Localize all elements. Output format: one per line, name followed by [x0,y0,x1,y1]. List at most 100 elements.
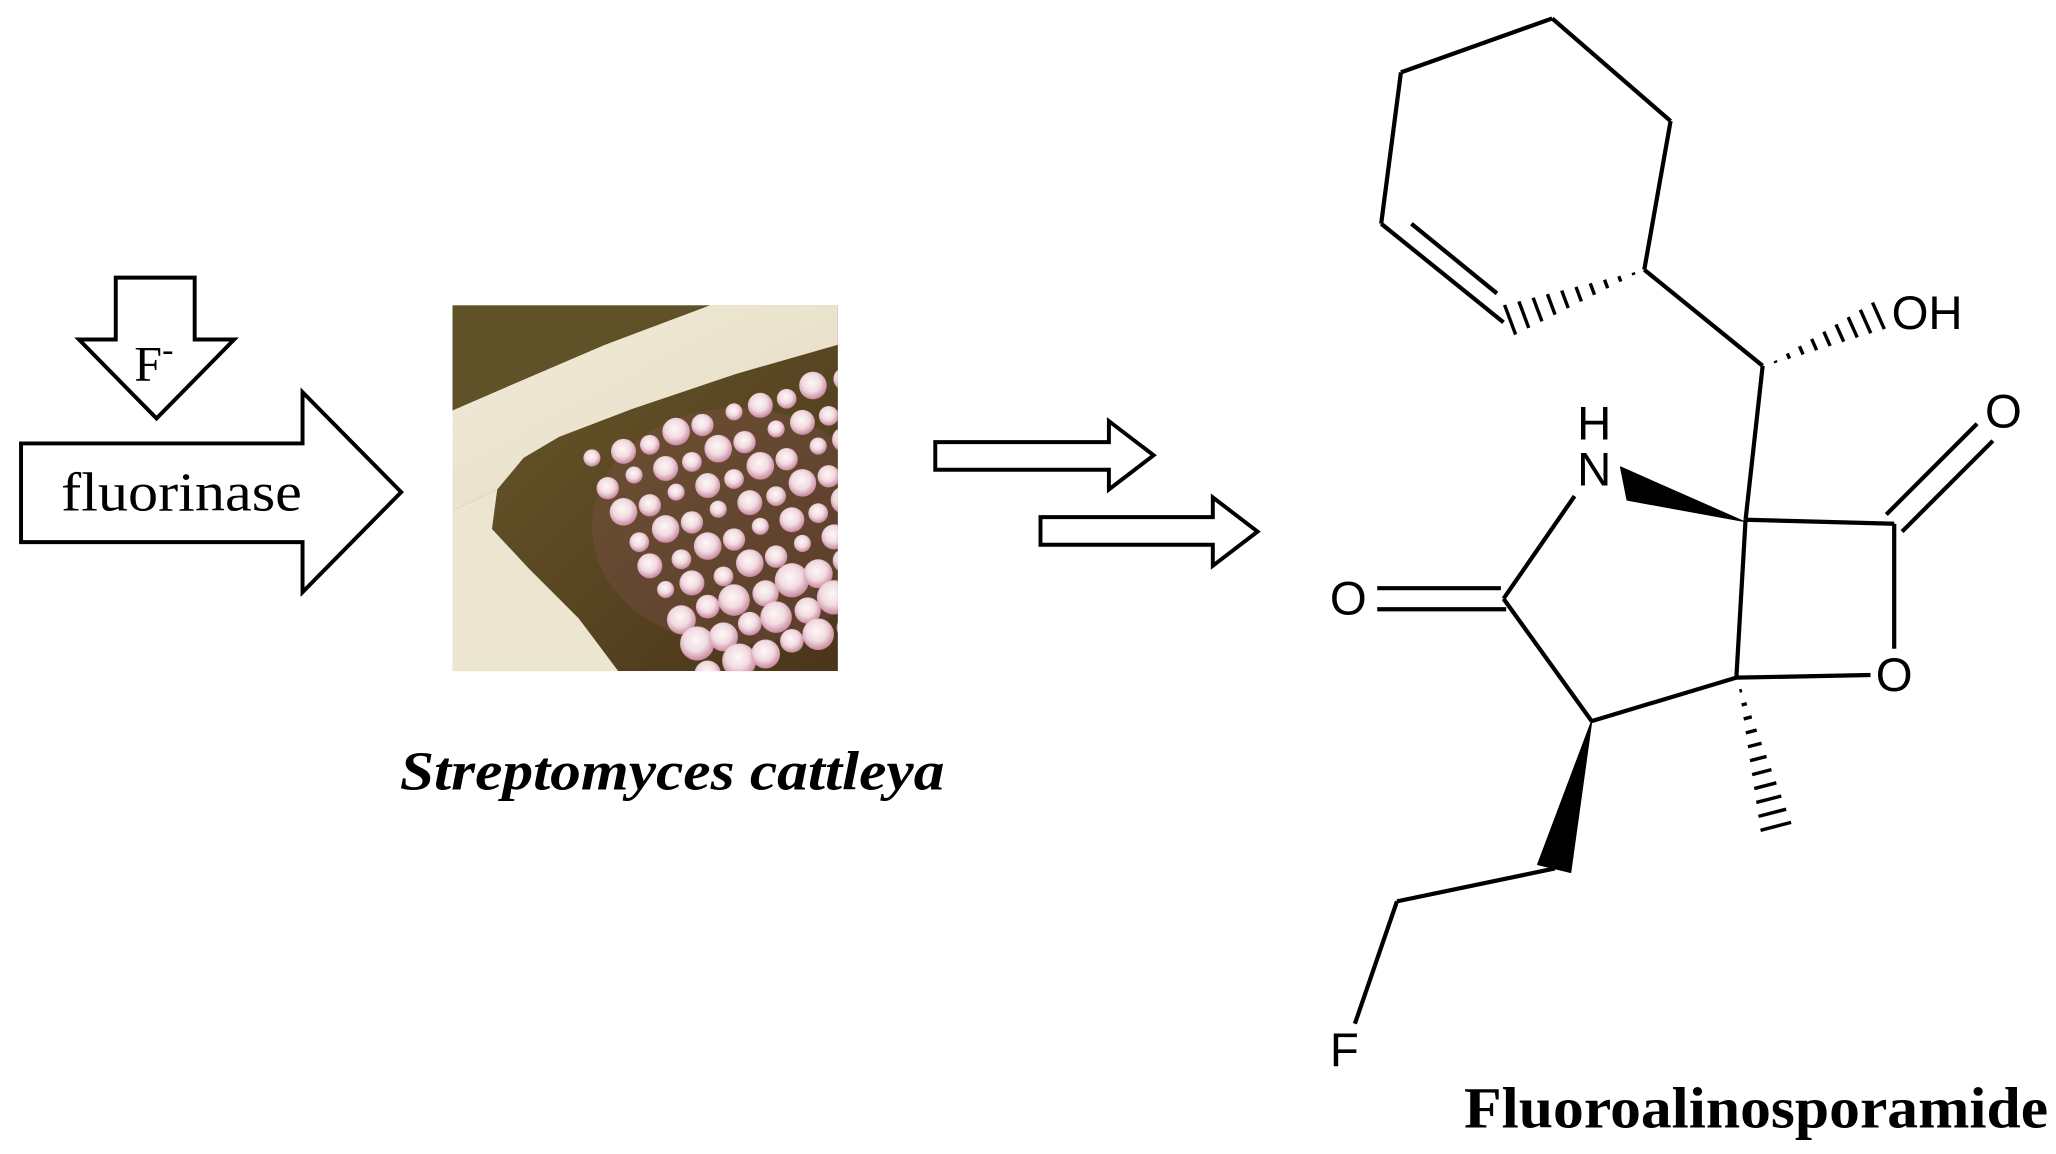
colony [611,438,637,464]
bond [1352,900,1399,1025]
hash-line [1741,701,1748,707]
colony [764,545,788,568]
colony [629,532,650,552]
colony [651,515,680,543]
hash-line [1574,286,1583,303]
colony [695,594,720,619]
hash-line [1846,316,1859,339]
bond [1550,16,1672,123]
colony [774,563,809,598]
colony [793,534,811,552]
hash-line [1602,279,1610,289]
hash-line [1751,767,1772,777]
colony [737,611,762,636]
colony [639,434,660,455]
hash-line [1773,360,1778,364]
colony [775,448,798,471]
colony [709,500,727,518]
hash-line [1753,781,1777,791]
hydroxyl-label: OH [1892,287,1963,340]
colony [747,392,773,418]
colony [817,465,838,488]
fluorinase-arrow-icon: fluorinase [19,387,404,597]
hash-line [1545,293,1557,316]
amide-nitrogen: N [1577,444,1611,497]
hash-line [1517,300,1531,329]
lactone-carbonyl-oxygen: O [1985,386,2022,439]
colony [609,498,638,526]
colony [752,580,779,607]
bond [1743,365,1765,520]
bond [1400,16,1553,75]
colony [760,601,792,633]
colony [680,511,704,534]
fluorine-label: F [1330,1024,1359,1077]
colony [735,549,764,577]
colony [662,417,690,446]
hash-line [1758,807,1787,819]
colony [836,621,838,634]
colony [818,405,838,426]
carbonyl-double-bond [1900,439,1995,534]
double-bond-inner [1410,222,1499,296]
colony [808,503,829,524]
hash-line [1531,297,1544,322]
reaction-arrow-icon-2 [1038,493,1261,570]
colony [809,437,827,455]
colony [667,483,685,501]
hash-line [1870,301,1886,330]
colony [583,449,601,467]
colony [625,466,643,484]
hashed-wedge-bond [1739,688,1792,832]
fluoride-symbol: F [134,335,162,391]
hash-line [1858,309,1873,334]
bond [1736,672,1871,680]
hash-line [1617,275,1623,283]
amide-hydrogen: H [1577,397,1611,450]
fluoride-charge: - [162,332,173,369]
colony [713,566,734,587]
colony [596,476,619,500]
growth-streak-lower [452,489,619,672]
bond [1734,519,1748,678]
colony [737,490,763,516]
colony [682,451,702,472]
colony [637,553,663,579]
colony [657,580,675,599]
hash-line [1747,741,1763,749]
hash-line [1785,352,1792,360]
hash-line [1743,715,1753,721]
hash-line [1560,289,1570,309]
solid-wedge-bond [1619,466,1744,522]
colony [780,628,804,653]
product-structure: OH O O H N O [1330,16,2022,1077]
hashed-wedge-bond [1502,271,1636,336]
ring-oxygen: O [1876,649,1913,702]
colony [788,469,817,497]
colony [799,371,827,400]
bond [1501,494,1577,600]
hash-line [1834,323,1846,343]
agar-upper-region [452,305,711,411]
fluoride-arrow-icon: F- [74,275,239,422]
organism-caption: Streptomyces cattleya [400,741,945,802]
colony [802,618,834,651]
product-name: Fluoroalinosporamide [1464,1076,2048,1141]
colony [832,550,838,571]
hash-line [1631,271,1636,276]
colony [680,626,715,661]
colony [679,570,705,596]
colony [733,430,756,454]
colony-cluster [583,369,838,672]
hash-line [1749,754,1767,763]
fluoride-label: F- [134,332,173,392]
lactam-carbonyl-oxygen: O [1330,572,1367,625]
bond [1591,675,1737,724]
colony [653,455,679,481]
colony [666,605,696,635]
colony [638,494,661,517]
hash-line [1760,820,1792,832]
colony [830,487,838,513]
colony [766,486,786,506]
